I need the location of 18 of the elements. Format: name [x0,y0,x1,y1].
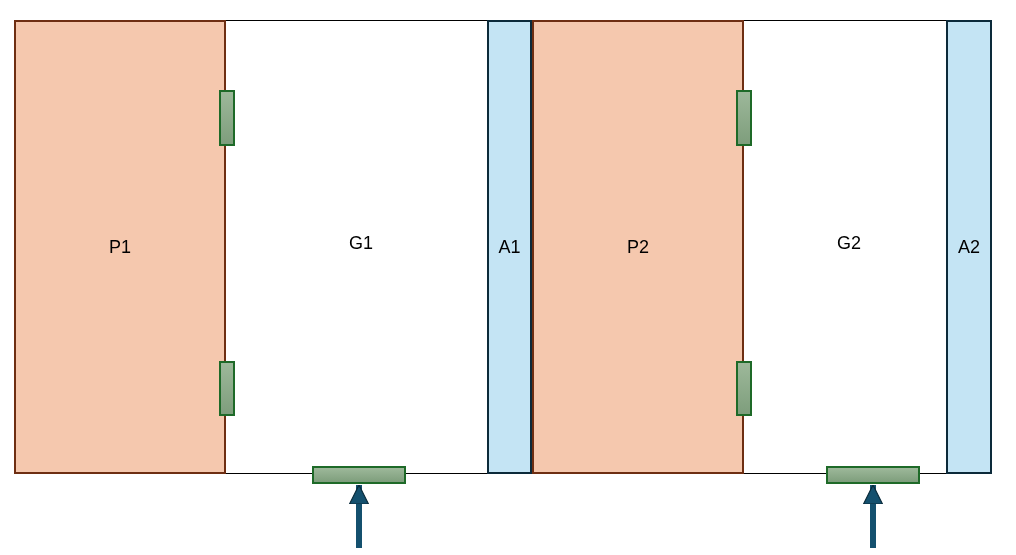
room-area [532,20,744,474]
door-bar [826,466,920,484]
room-label: G1 [349,233,373,254]
door-bar [219,361,235,416]
room-label: P2 [627,236,649,258]
arrow [348,484,370,548]
room-area [14,20,226,474]
door-bar [736,361,752,416]
room-label: A2 [958,236,980,258]
column-strip [946,20,992,474]
door-bar [312,466,406,484]
arrow [862,484,884,548]
room-label: P1 [109,236,131,258]
door-bar [736,90,752,146]
door-bar [219,90,235,146]
column-strip [487,20,532,474]
room-label: A1 [498,236,521,258]
room-label: G2 [837,233,861,254]
